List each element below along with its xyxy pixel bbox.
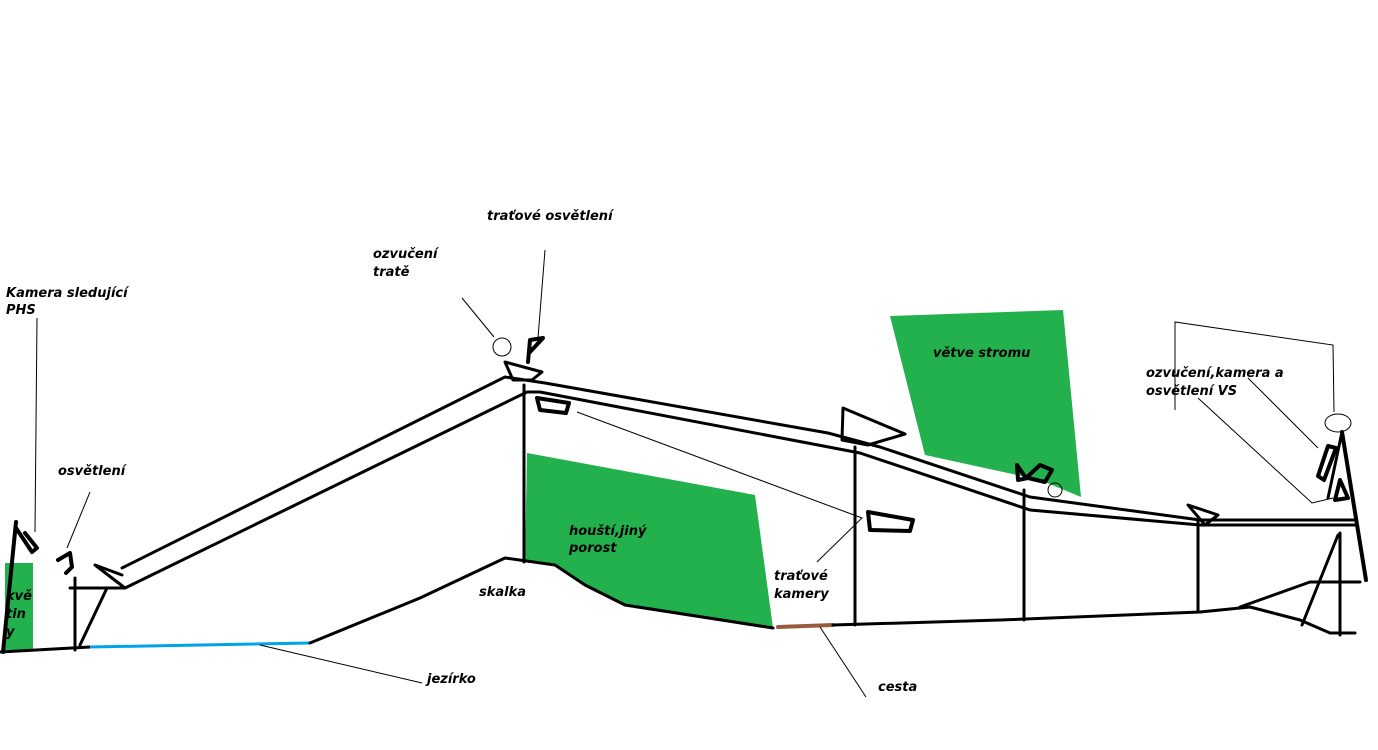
vs-camera-icon <box>1316 444 1338 482</box>
vs-tower-brace <box>1326 430 1344 500</box>
vs-light-icon <box>1333 478 1350 502</box>
pond <box>89 641 311 649</box>
speaker-icon <box>492 337 512 357</box>
label-camera-phs-2: PHS <box>6 303 36 318</box>
leader-track-lighting <box>537 249 546 339</box>
leader-track-sound <box>461 297 495 338</box>
speaker-icon-2 <box>1047 482 1063 498</box>
track-camera-icon-2 <box>866 510 915 533</box>
tree-branches-area <box>890 310 1081 497</box>
ground-line-right <box>831 605 1357 635</box>
track-light-triangle-1 <box>840 406 907 447</box>
track-camera-icon-1 <box>535 396 571 415</box>
label-lighting: osvětlení <box>58 464 128 479</box>
leader-lighting <box>66 491 91 549</box>
support-8 <box>1300 533 1340 627</box>
vs-tower <box>1340 430 1368 582</box>
vs-speaker-icon <box>1324 413 1352 433</box>
label-flowers-2: tin <box>6 607 26 622</box>
label-flowers-1: kvě <box>6 589 32 604</box>
track-light-triangle-2 <box>1186 503 1220 527</box>
rockery-outline <box>308 556 775 645</box>
label-path: cesta <box>878 680 917 695</box>
jump-lip <box>68 563 127 590</box>
leader-vs-top <box>1174 321 1335 413</box>
thicket-area <box>525 453 773 628</box>
label-thicket-2: porost <box>568 541 617 556</box>
leader-pond <box>259 644 423 684</box>
label-track-cameras-1: traťové <box>774 569 828 584</box>
label-track-sound-1: ozvučení <box>373 247 440 262</box>
track-light-icon <box>526 336 545 364</box>
leader-vs-camera <box>1247 377 1319 449</box>
label-track-sound-2: tratě <box>373 265 410 280</box>
label-track-cameras-2: kamery <box>774 587 829 602</box>
lighting-lamp-icon <box>56 551 74 575</box>
leader-path <box>819 626 867 698</box>
label-thicket-1: houští,jiný <box>569 524 647 539</box>
leader-camera-phs <box>34 317 38 533</box>
leader-vs-light <box>1197 397 1334 504</box>
inrun-lower <box>123 390 1357 590</box>
label-tree-branches: větve stromu <box>933 346 1030 361</box>
start-platform <box>503 360 544 382</box>
label-vs-2: osvětlení VS <box>1146 384 1237 399</box>
speaker-camera-combo <box>1015 463 1054 484</box>
label-pond: jezírko <box>425 672 476 687</box>
label-track-lighting: traťové osvětlení <box>487 209 615 224</box>
support-2 <box>78 586 109 647</box>
leader-track-cameras <box>576 411 863 563</box>
support-9 <box>1238 580 1362 609</box>
flower-bed <box>5 563 33 650</box>
camera-pole <box>1 520 18 654</box>
label-rockery: skalka <box>479 585 526 600</box>
label-camera-phs: Kamera sledující <box>6 286 130 301</box>
label-flowers-3: y <box>6 625 15 640</box>
label-vs-1: ozvučení,kamera a <box>1146 366 1284 381</box>
footpath <box>776 623 835 629</box>
phs-camera-icon <box>14 526 39 554</box>
